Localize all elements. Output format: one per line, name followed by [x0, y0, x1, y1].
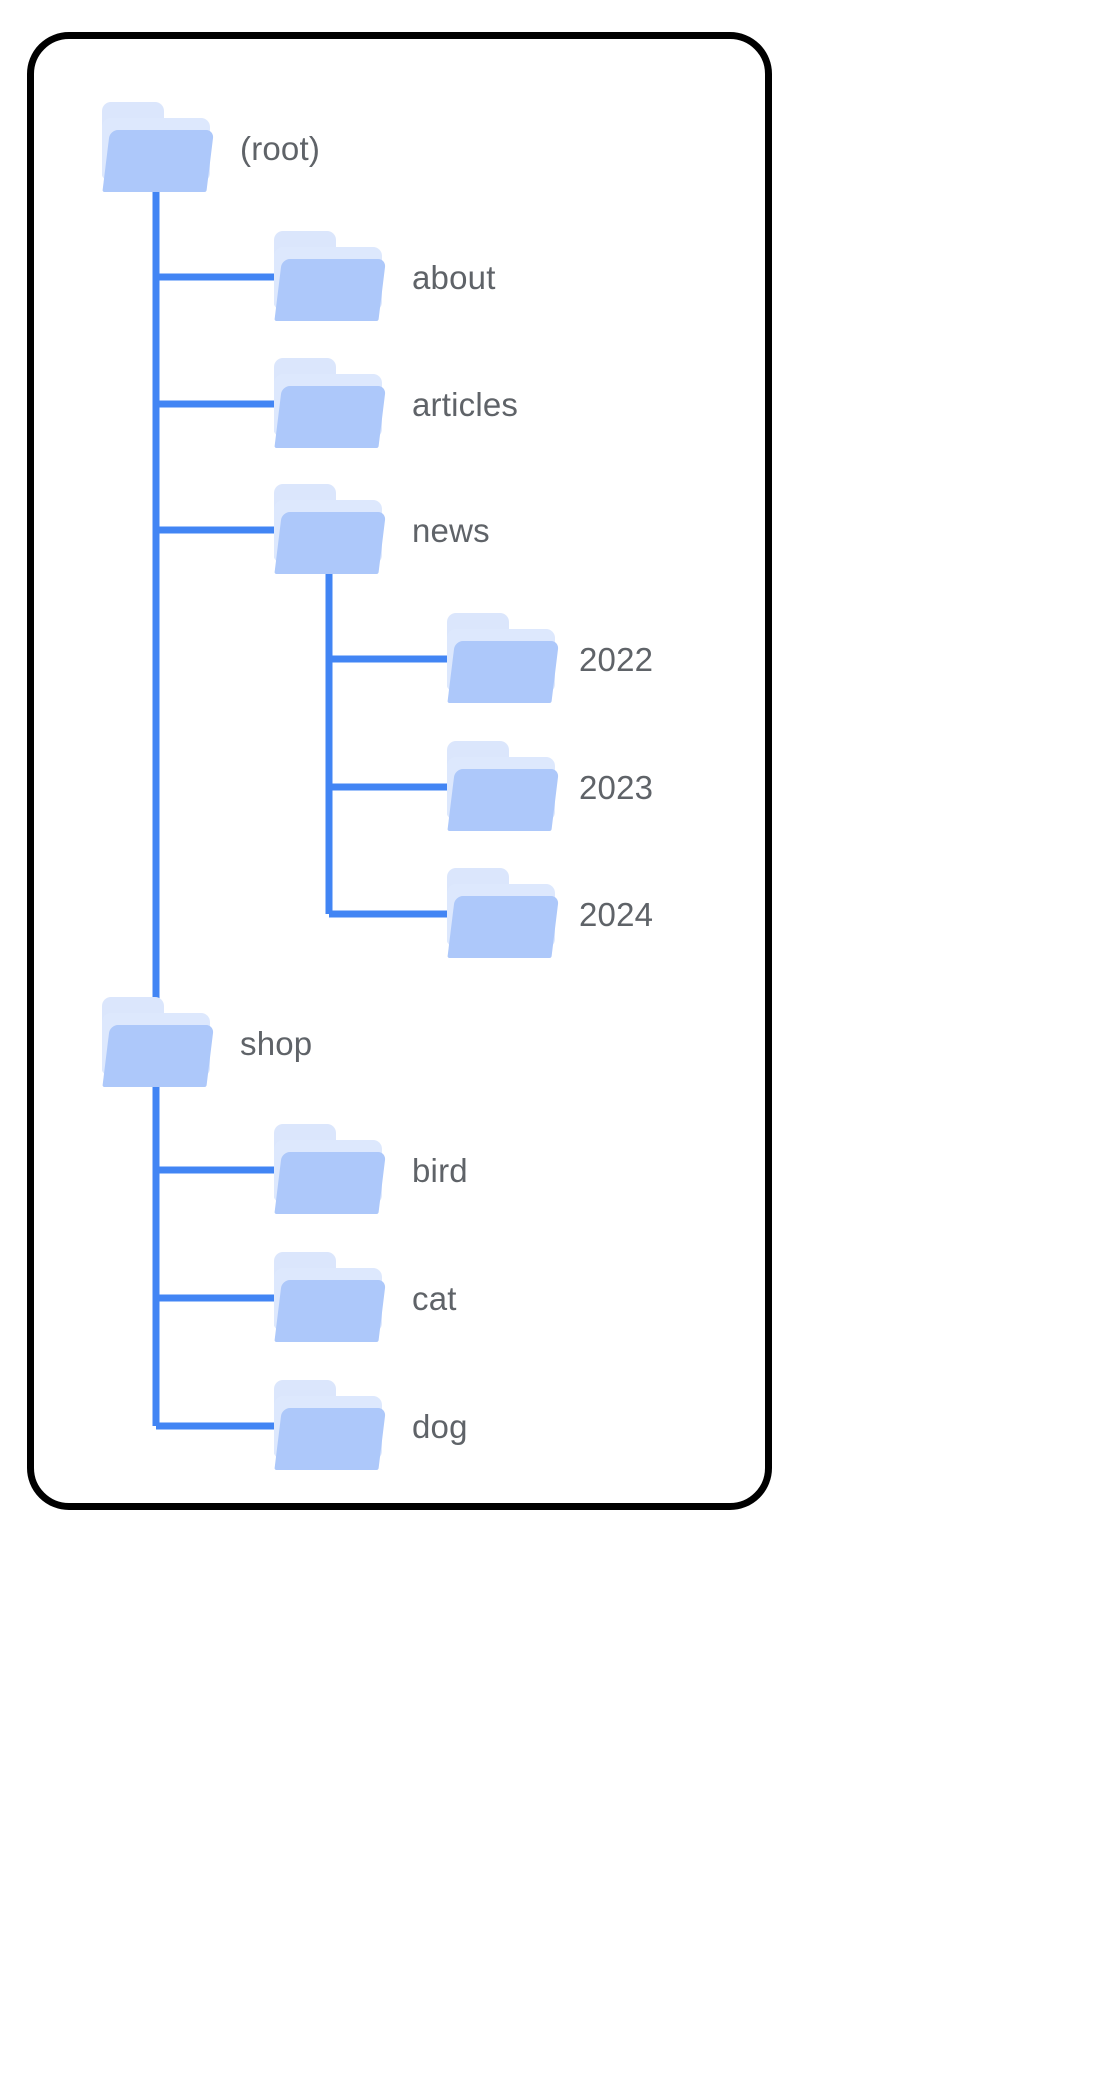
- tree-node-2022[interactable]: 2022: [445, 607, 653, 711]
- tree-node-bird[interactable]: bird: [272, 1118, 468, 1222]
- diagram-card: [27, 32, 772, 1510]
- tree-node-label: about: [412, 258, 496, 296]
- folder-icon: [272, 478, 390, 582]
- tree-node-label: news: [412, 511, 490, 549]
- tree-node-2023[interactable]: 2023: [445, 735, 653, 839]
- tree-node-2024[interactable]: 2024: [445, 862, 653, 966]
- folder-icon: [445, 862, 563, 966]
- tree-node-label: articles: [412, 385, 519, 423]
- tree-node-label: shop: [240, 1024, 313, 1062]
- folder-icon: [272, 1246, 390, 1350]
- tree-node-cat[interactable]: cat: [272, 1246, 457, 1350]
- tree-node-about[interactable]: about: [272, 225, 496, 329]
- tree-node-news[interactable]: news: [272, 478, 490, 582]
- folder-icon: [445, 607, 563, 711]
- folder-icon: [100, 991, 218, 1095]
- tree-node-label: 2022: [579, 640, 654, 678]
- tree-node-label: 2024: [579, 895, 654, 933]
- folder-icon: [272, 352, 390, 456]
- tree-node-label: dog: [412, 1407, 468, 1445]
- tree-node-root[interactable]: (root): [100, 96, 320, 200]
- folder-icon: [272, 1374, 390, 1478]
- tree-node-label: bird: [412, 1151, 468, 1189]
- tree-node-shop[interactable]: shop: [100, 991, 312, 1095]
- tree-node-articles[interactable]: articles: [272, 352, 518, 456]
- folder-icon: [445, 735, 563, 839]
- tree-node-label: cat: [412, 1279, 457, 1317]
- tree-node-label: 2023: [579, 768, 654, 806]
- folder-icon: [272, 1118, 390, 1222]
- folder-icon: [100, 96, 218, 200]
- folder-icon: [272, 225, 390, 329]
- tree-node-dog[interactable]: dog: [272, 1374, 468, 1478]
- tree-node-label: (root): [240, 129, 321, 167]
